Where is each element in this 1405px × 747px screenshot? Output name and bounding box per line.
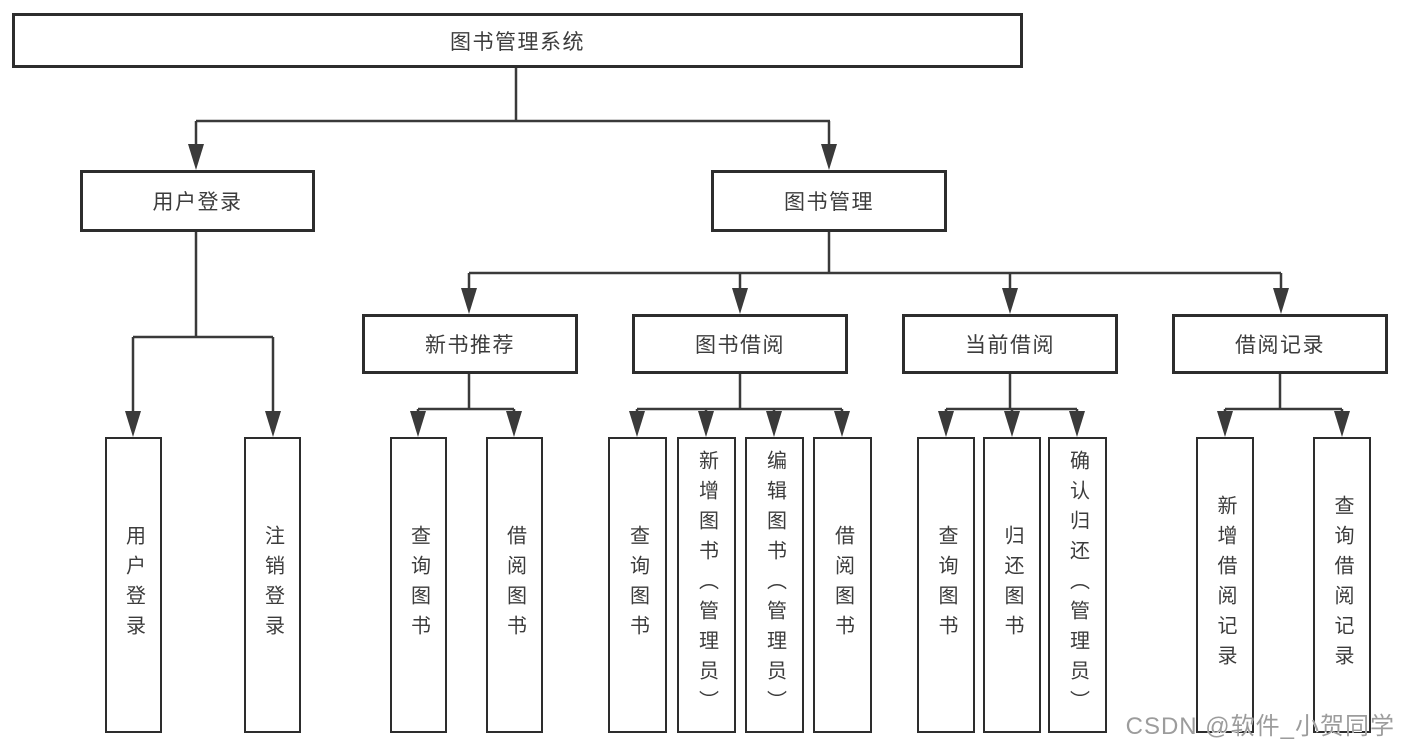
- leaf-borrow-borrow-books-label: 借阅图书: [831, 525, 854, 645]
- node-new-book-recommend-label: 新书推荐: [425, 334, 515, 357]
- leaf-user-login-label: 用户登录: [122, 525, 145, 645]
- node-book-borrow: 图书借阅: [632, 314, 848, 374]
- node-root-label: 图书管理系统: [450, 30, 585, 54]
- leaf-current-query-books-label: 查询图书: [935, 525, 957, 645]
- leaf-recommend-query-books: 查询图书: [390, 437, 447, 733]
- leaf-recommend-borrow-books-label: 借阅图书: [503, 525, 526, 645]
- leaf-recommend-borrow-books: 借阅图书: [486, 437, 543, 733]
- node-user-login: 用户登录: [80, 170, 315, 232]
- arrowheads: [125, 144, 1350, 437]
- node-current-borrow: 当前借阅: [902, 314, 1118, 374]
- leaf-borrow-edit-books-admin-label: 编辑图书（管理员）: [763, 450, 786, 720]
- leaf-records-add-record: 新增借阅记录: [1196, 437, 1254, 733]
- leaf-current-return-books: 归还图书: [983, 437, 1041, 733]
- node-current-borrow-label: 当前借阅: [965, 334, 1055, 357]
- leaf-current-confirm-return-admin-label: 确认归还（管理员）: [1066, 450, 1089, 720]
- leaf-logout-label: 注销登录: [261, 525, 284, 645]
- leaf-borrow-query-books: 查询图书: [608, 437, 667, 733]
- leaf-logout: 注销登录: [244, 437, 301, 733]
- node-book-management-label: 图书管理: [784, 191, 874, 214]
- node-borrow-records-label: 借阅记录: [1235, 334, 1325, 357]
- leaf-user-login: 用户登录: [105, 437, 162, 733]
- leaf-current-return-books-label: 归还图书: [1001, 525, 1023, 645]
- node-new-book-recommend: 新书推荐: [362, 314, 578, 374]
- leaf-borrow-query-books-label: 查询图书: [626, 525, 649, 645]
- node-root: 图书管理系统: [12, 13, 1023, 68]
- csdn-watermark: CSDN @软件_小贺同学: [1125, 713, 1395, 740]
- leaf-borrow-edit-books-admin: 编辑图书（管理员）: [745, 437, 804, 733]
- leaf-borrow-borrow-books: 借阅图书: [813, 437, 872, 733]
- leaf-borrow-add-books-admin-label: 新增图书（管理员）: [695, 450, 718, 720]
- leaf-current-confirm-return-admin: 确认归还（管理员）: [1048, 437, 1107, 733]
- leaf-records-query-record: 查询借阅记录: [1313, 437, 1371, 733]
- leaf-records-query-record-label: 查询借阅记录: [1331, 495, 1353, 675]
- leaf-recommend-query-books-label: 查询图书: [407, 525, 430, 645]
- leaf-current-query-books: 查询图书: [917, 437, 975, 733]
- leaf-borrow-add-books-admin: 新增图书（管理员）: [677, 437, 736, 733]
- node-borrow-records: 借阅记录: [1172, 314, 1388, 374]
- node-book-borrow-label: 图书借阅: [695, 334, 785, 357]
- leaf-records-add-record-label: 新增借阅记录: [1214, 495, 1236, 675]
- node-book-management: 图书管理: [711, 170, 947, 232]
- node-user-login-label: 用户登录: [152, 191, 243, 214]
